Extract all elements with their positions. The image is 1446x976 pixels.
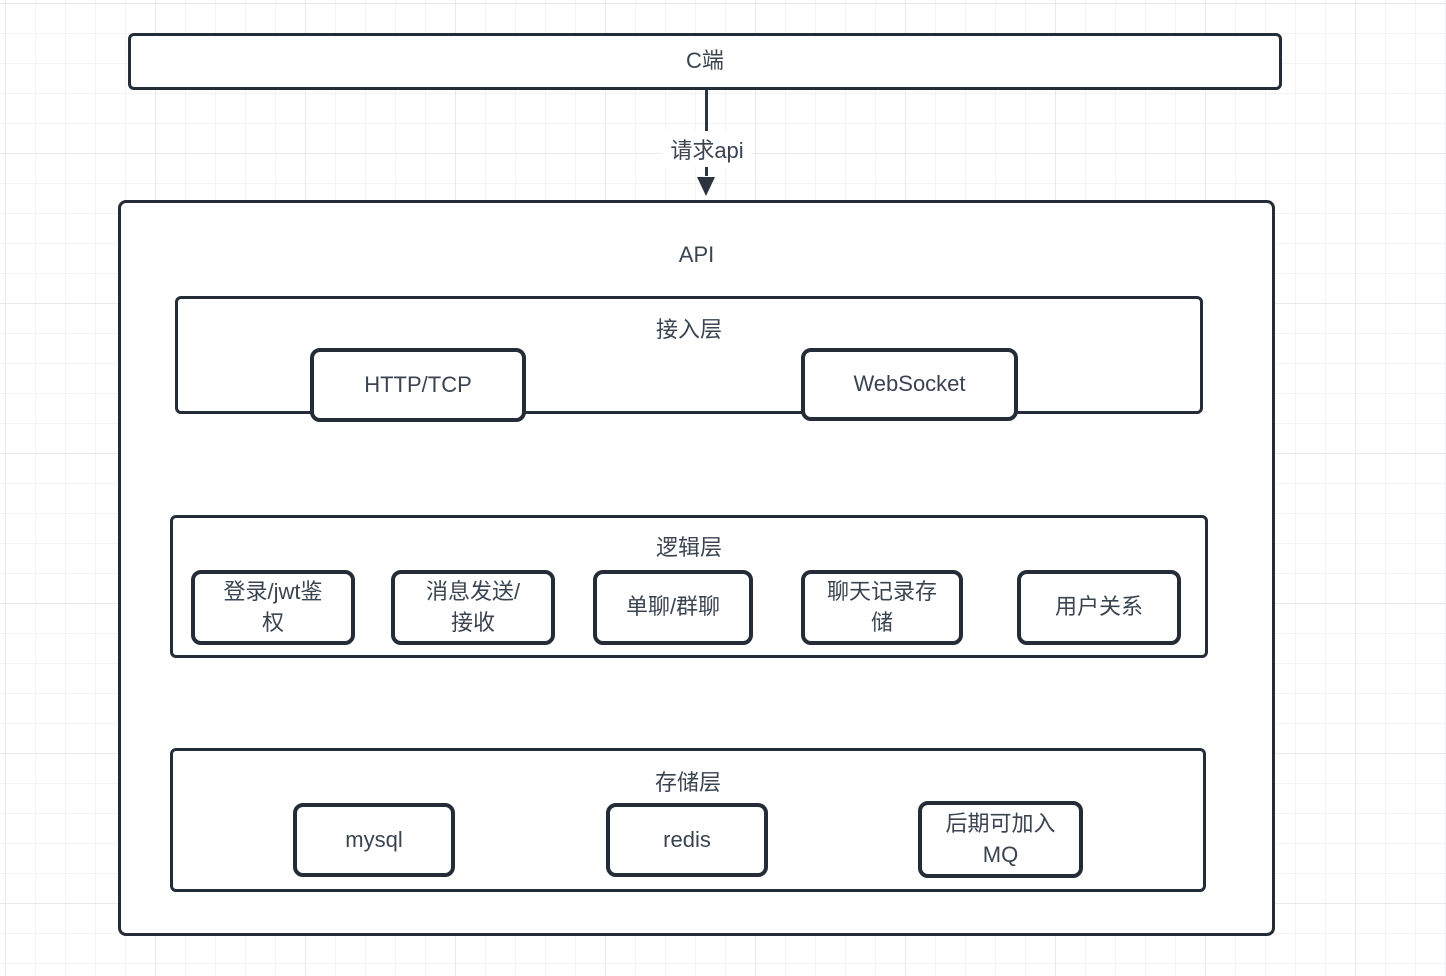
node-login-jwt-auth: 登录/jwt鉴 权 [191,570,355,645]
node-http-tcp: HTTP/TCP [310,348,526,422]
node-chat-record-storage: 聊天记录存 储 [801,570,963,645]
node-http-tcp-label: HTTP/TCP [364,371,472,397]
node-login-jwt-auth-label: 登录/jwt鉴 权 [223,578,323,635]
node-mysql: mysql [293,803,455,877]
logic-layer-title: 逻辑层 [655,535,722,560]
node-mq-future: 后期可加入 MQ [918,801,1083,878]
node-chat-record-storage-label: 聊天记录存 储 [826,578,937,635]
node-mq-future-label: 后期可加入 MQ [945,810,1056,867]
access-layer-title: 接入层 [655,317,722,342]
node-redis-label: redis [663,826,711,852]
node-message-send-receive-label: 消息发送/ 接收 [425,578,521,635]
node-user-relations-label: 用户关系 [1054,594,1143,620]
client-node: C端 [128,33,1282,90]
node-websocket-label: WebSocket [853,371,966,397]
api-container-label: API [678,242,715,267]
client-node-label: C端 [686,48,724,74]
node-single-group-chat: 单聊/群聊 [593,570,753,645]
node-mysql-label: mysql [345,826,403,852]
node-user-relations: 用户关系 [1017,570,1181,645]
connector-label: 请求api [662,131,752,167]
node-websocket: WebSocket [801,348,1018,421]
node-redis: redis [606,803,768,877]
connector-arrowhead-icon [697,177,715,196]
storage-layer-title: 存储层 [654,770,721,795]
node-single-group-chat-label: 单聊/群聊 [625,594,721,620]
node-message-send-receive: 消息发送/ 接收 [391,570,555,645]
